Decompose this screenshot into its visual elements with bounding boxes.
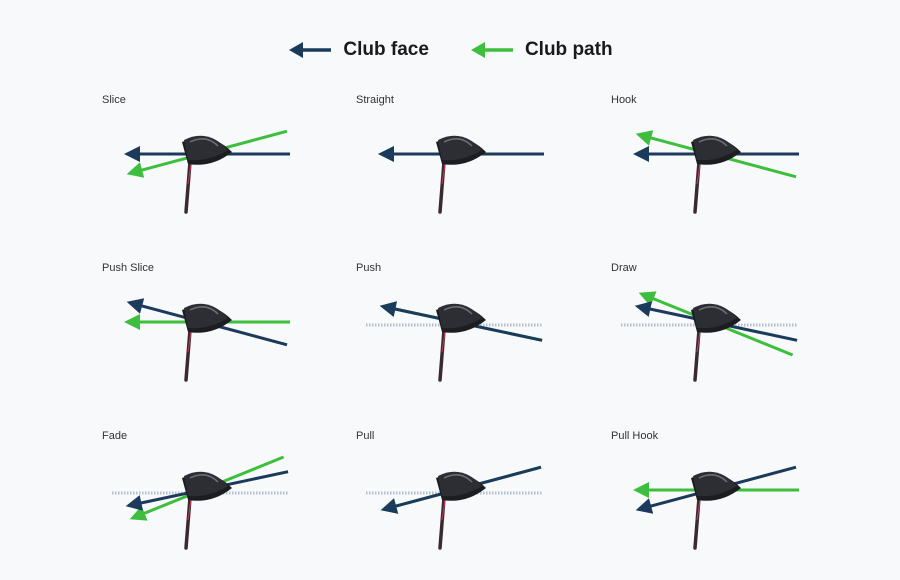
legend-club-face: Club face [287,39,429,61]
shot-label: Push Slice [102,262,154,274]
club-path-arrow-icon [470,42,513,58]
shot-label: Fade [102,430,128,442]
club-face-arrow-icon [289,42,332,58]
club-head-icon [691,303,741,382]
shot-diagram [633,130,799,214]
shot-label: Hook [611,94,637,106]
shot-cell: Push Slice [102,262,382,412]
shot-cell: Fade [102,430,382,580]
legend: Club face Club path [0,34,900,66]
shot-diagram [124,298,290,382]
club-head-icon [182,303,232,382]
shot-diagram [633,465,799,550]
shot-cell: Hook [611,94,891,244]
legend-label-club-face: Club face [343,39,429,60]
shot-cell: Pull [356,430,636,580]
shot-label: Pull [356,430,375,442]
shot-diagram [366,301,543,382]
club-head-icon [691,471,741,550]
club-head-icon [691,135,741,214]
shot-cell: Slice [102,94,382,244]
shot-label: Push [356,262,382,274]
club-head-icon [436,303,486,382]
shot-cell: Straight [356,94,636,244]
shot-label: Straight [356,94,394,106]
club-head-icon [436,135,486,214]
shot-label: Draw [611,262,637,274]
shot-diagram [621,291,798,382]
shot-diagram [378,135,544,214]
shot-label: Slice [102,94,126,106]
club-head-icon [182,135,232,214]
legend-label-club-path: Club path [524,39,613,60]
shot-cell: Push [356,262,636,412]
club-head-icon [182,471,232,550]
club-head-icon [436,471,486,550]
shot-cell: Pull Hook [611,430,891,580]
shot-label: Pull Hook [611,430,659,442]
shot-diagram [112,455,289,550]
shot-diagram [366,465,542,550]
shot-diagram [124,129,290,214]
shot-cell: Draw [611,262,891,412]
legend-club-path: Club path [469,39,613,61]
